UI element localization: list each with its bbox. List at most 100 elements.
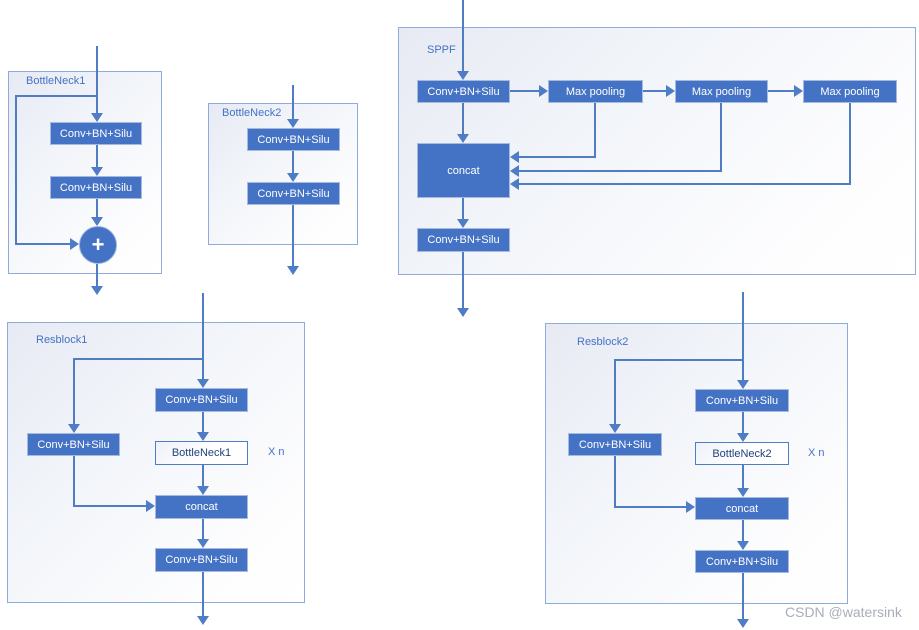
add-circle: + — [79, 226, 117, 264]
skip-connector — [15, 95, 97, 97]
arrowhead-down-icon — [197, 539, 209, 548]
resblock1-concat-node: concat — [155, 495, 248, 519]
resblock2-inner-bottleneck-node: BottleNeck2 — [695, 442, 789, 465]
bottleneck2-conv1-node: Conv+BN+Silu — [247, 128, 340, 151]
connector — [768, 90, 794, 92]
connector — [742, 573, 744, 619]
arrowhead-down-icon — [457, 134, 469, 143]
connector — [742, 412, 744, 433]
skip-connector — [15, 95, 17, 245]
bottleneck1-conv2-node: Conv+BN+Silu — [50, 176, 142, 199]
connector — [292, 151, 294, 173]
connector — [462, 252, 464, 308]
sppf-maxpool1-node: Max pooling — [548, 80, 643, 103]
arrowhead-down-icon — [91, 286, 103, 295]
resblock1-inner-bottleneck-node: BottleNeck1 — [155, 441, 248, 465]
sppf-conv-in-node: Conv+BN+Silu — [417, 80, 510, 103]
arrowhead-down-icon — [737, 433, 749, 442]
arrowhead-down-icon — [91, 113, 103, 122]
skip-connector — [614, 359, 744, 361]
arrowhead-right-icon — [70, 238, 79, 250]
arrowhead-right-icon — [146, 500, 155, 512]
arrowhead-down-icon — [457, 219, 469, 228]
skip-connector — [73, 358, 75, 424]
arrowhead-down-icon — [197, 616, 209, 625]
connector — [202, 572, 204, 616]
connector — [519, 183, 851, 185]
connector — [742, 520, 744, 541]
connector — [73, 505, 146, 507]
arrowhead-down-icon — [737, 380, 749, 389]
watermark: CSDN @watersink — [785, 604, 902, 620]
sppf-concat-node: concat — [417, 143, 510, 198]
arrowhead-down-icon — [737, 619, 749, 628]
skip-connector — [73, 358, 204, 360]
sppf-title: SPPF — [427, 44, 456, 56]
resblock2-conv-top-node: Conv+BN+Silu — [695, 389, 789, 412]
arrowhead-down-icon — [609, 424, 621, 433]
skip-connector — [614, 359, 616, 424]
connector — [202, 465, 204, 486]
connector — [202, 293, 204, 379]
connector — [643, 90, 666, 92]
resblock1-branch-conv-node: Conv+BN+Silu — [27, 433, 120, 456]
arrowhead-down-icon — [91, 167, 103, 176]
arrowhead-right-icon — [666, 85, 675, 97]
connector — [519, 170, 722, 172]
arrowhead-down-icon — [287, 119, 299, 128]
bottleneck2-title: BottleNeck2 — [222, 107, 282, 119]
connector — [96, 264, 98, 286]
connector — [594, 103, 596, 157]
sppf-conv-out-node: Conv+BN+Silu — [417, 228, 510, 252]
resblock1-title: Resblock1 — [36, 334, 88, 346]
resblock2-repeat-label: X n — [808, 447, 825, 459]
arrowhead-down-icon — [91, 217, 103, 226]
arrowhead-down-icon — [197, 432, 209, 441]
connector — [202, 412, 204, 432]
connector — [96, 145, 98, 167]
bottleneck1-conv1-node: Conv+BN+Silu — [50, 122, 142, 145]
resblock1-conv-top-node: Conv+BN+Silu — [155, 388, 248, 412]
bottleneck1-title: BottleNeck1 — [26, 75, 86, 87]
connector — [462, 103, 464, 134]
connector — [519, 156, 596, 158]
connector — [202, 519, 204, 539]
arrowhead-left-icon — [510, 165, 519, 177]
resblock2-branch-conv-node: Conv+BN+Silu — [568, 433, 662, 456]
connector — [73, 456, 75, 507]
arrowhead-down-icon — [457, 308, 469, 317]
bottleneck2-conv2-node: Conv+BN+Silu — [247, 182, 340, 205]
arrowhead-down-icon — [197, 379, 209, 388]
connector — [614, 456, 616, 508]
sppf-maxpool2-node: Max pooling — [675, 80, 768, 103]
arrowhead-down-icon — [737, 488, 749, 497]
connector — [742, 465, 744, 488]
connector — [292, 85, 294, 119]
connector — [614, 506, 686, 508]
arrowhead-down-icon — [197, 486, 209, 495]
arrowhead-right-icon — [794, 85, 803, 97]
connector — [462, 0, 464, 71]
arrowhead-down-icon — [457, 71, 469, 80]
arrowhead-right-icon — [539, 85, 548, 97]
resblock1-repeat-label: X n — [268, 446, 285, 458]
connector — [720, 103, 722, 171]
connector — [96, 199, 98, 217]
arrowhead-left-icon — [510, 178, 519, 190]
connector — [849, 103, 851, 184]
sppf-maxpool3-node: Max pooling — [803, 80, 897, 103]
resblock2-concat-node: concat — [695, 497, 789, 520]
resblock2-conv-out-node: Conv+BN+Silu — [695, 550, 789, 573]
resblock1-conv-out-node: Conv+BN+Silu — [155, 548, 248, 572]
arrowhead-down-icon — [68, 424, 80, 433]
connector — [510, 90, 539, 92]
bottleneck2-container — [208, 103, 358, 245]
arrowhead-down-icon — [287, 266, 299, 275]
resblock2-title: Resblock2 — [577, 336, 629, 348]
skip-connector — [15, 243, 70, 245]
arrowhead-down-icon — [287, 173, 299, 182]
arrowhead-down-icon — [737, 541, 749, 550]
connector — [96, 46, 98, 113]
connector — [292, 205, 294, 266]
